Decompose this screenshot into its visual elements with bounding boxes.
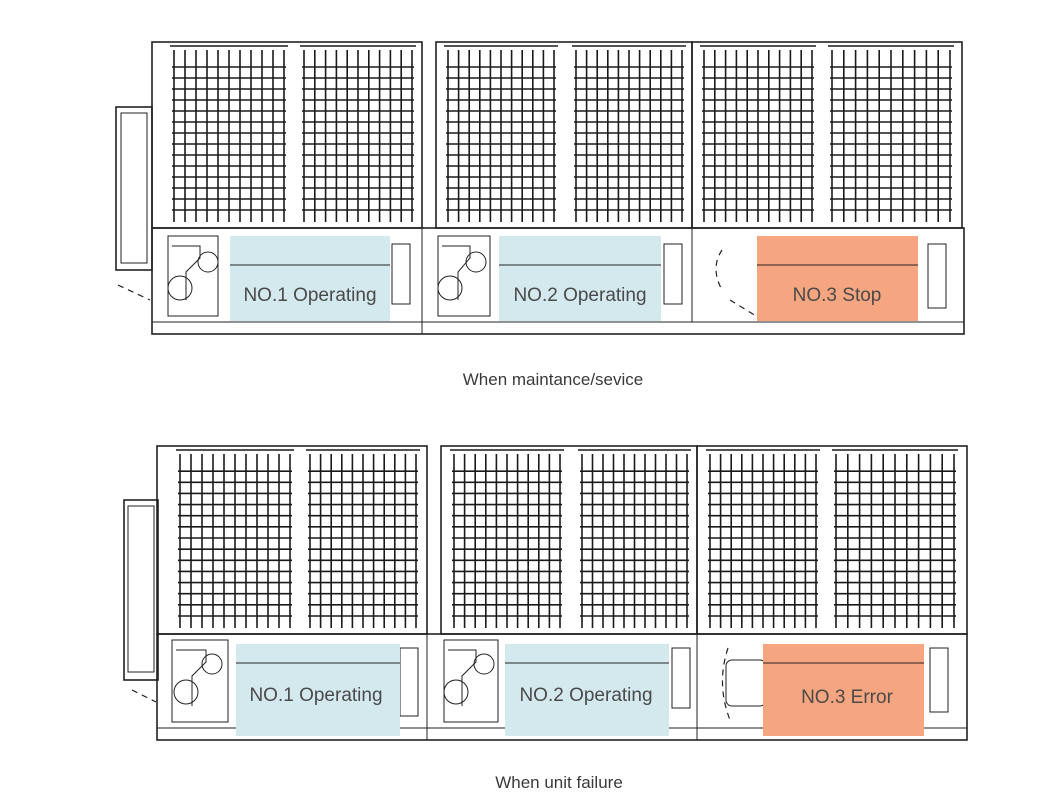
valve-icon xyxy=(663,243,683,305)
diagram-maintenance: NO.1 Operating NO.2 Operating NO.3 Stop … xyxy=(115,41,965,389)
coil-frame-3 xyxy=(691,41,963,229)
diagram-unit-failure: NO.1 Operating NO.2 Operating NO.3 Error… xyxy=(123,445,968,792)
status-box-unit-3 xyxy=(757,236,918,321)
status-box-unit-1 xyxy=(230,236,390,321)
valve-icon xyxy=(929,647,949,713)
valve-icon xyxy=(671,647,691,709)
status-box-unit-3 xyxy=(763,644,924,736)
compressor-icon xyxy=(437,235,491,317)
coil-frame-1 xyxy=(156,445,428,635)
valve-icon xyxy=(927,243,947,309)
diagram-caption: When maintance/sevice xyxy=(463,370,643,389)
status-box-unit-2 xyxy=(505,644,669,736)
machine-base xyxy=(151,227,965,335)
status-label-unit-3: NO.3 Stop xyxy=(793,285,882,306)
coil-frame-2 xyxy=(435,41,693,229)
compressor-icon xyxy=(443,639,499,723)
coil-frame-1 xyxy=(151,41,423,229)
compressor-outline xyxy=(721,647,767,721)
coil-frame-2 xyxy=(440,445,698,635)
valve-icon xyxy=(391,243,411,305)
control-box xyxy=(123,499,159,703)
compressor-outline xyxy=(715,249,757,317)
status-label-unit-3: NO.3 Error xyxy=(801,687,894,708)
status-box-unit-2 xyxy=(499,236,661,321)
diagram-caption: When unit failure xyxy=(495,773,623,792)
status-label-unit-2: NO.2 Operating xyxy=(513,285,646,306)
valve-icon xyxy=(399,647,419,717)
control-box xyxy=(115,106,153,301)
coil-frame-3 xyxy=(696,445,968,635)
status-box-unit-1 xyxy=(236,644,400,736)
condenser-coil-grid xyxy=(170,45,954,222)
compressor-icon xyxy=(171,639,229,723)
status-label-unit-1: NO.1 Operating xyxy=(249,685,382,706)
status-label-unit-2: NO.2 Operating xyxy=(519,685,652,706)
compressor-icon xyxy=(167,235,219,317)
condenser-coil-grid xyxy=(176,449,958,628)
status-label-unit-1: NO.1 Operating xyxy=(243,285,376,306)
machine-base xyxy=(156,633,968,741)
